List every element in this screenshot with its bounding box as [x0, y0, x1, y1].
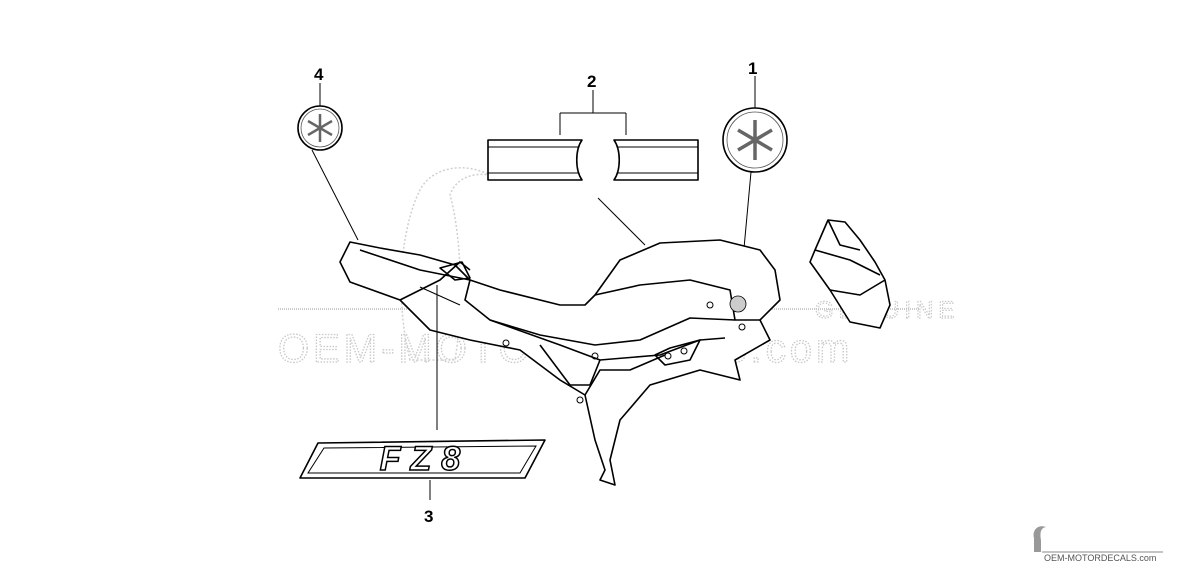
- part-1-emblem[interactable]: 1: [722, 59, 788, 293]
- footer-logo-text: OEM-MOTORDECALS.com: [1044, 553, 1156, 563]
- part-4-emblem[interactable]: 4: [297, 65, 359, 241]
- headlight-cowl: [809, 219, 891, 329]
- bird-logo-icon: [1033, 526, 1046, 552]
- callout-4: 4: [314, 65, 324, 84]
- footer-logo: OEM-MOTORDECALS.com: [1033, 526, 1163, 563]
- callout-2: 2: [587, 72, 596, 91]
- motorcycle-body-outline: [339, 239, 781, 486]
- tuning-fork-icon: [307, 114, 333, 142]
- part-3-fz8-decal[interactable]: FZ8 3: [299, 285, 546, 526]
- callout-1: 1: [748, 59, 757, 78]
- tuning-fork-icon: [737, 120, 773, 160]
- tank-emblem-icon: [729, 295, 747, 313]
- callout-3: 3: [424, 507, 433, 526]
- part-2-stripe[interactable]: 2: [487, 72, 699, 246]
- fz8-decal-text: FZ8: [380, 440, 470, 478]
